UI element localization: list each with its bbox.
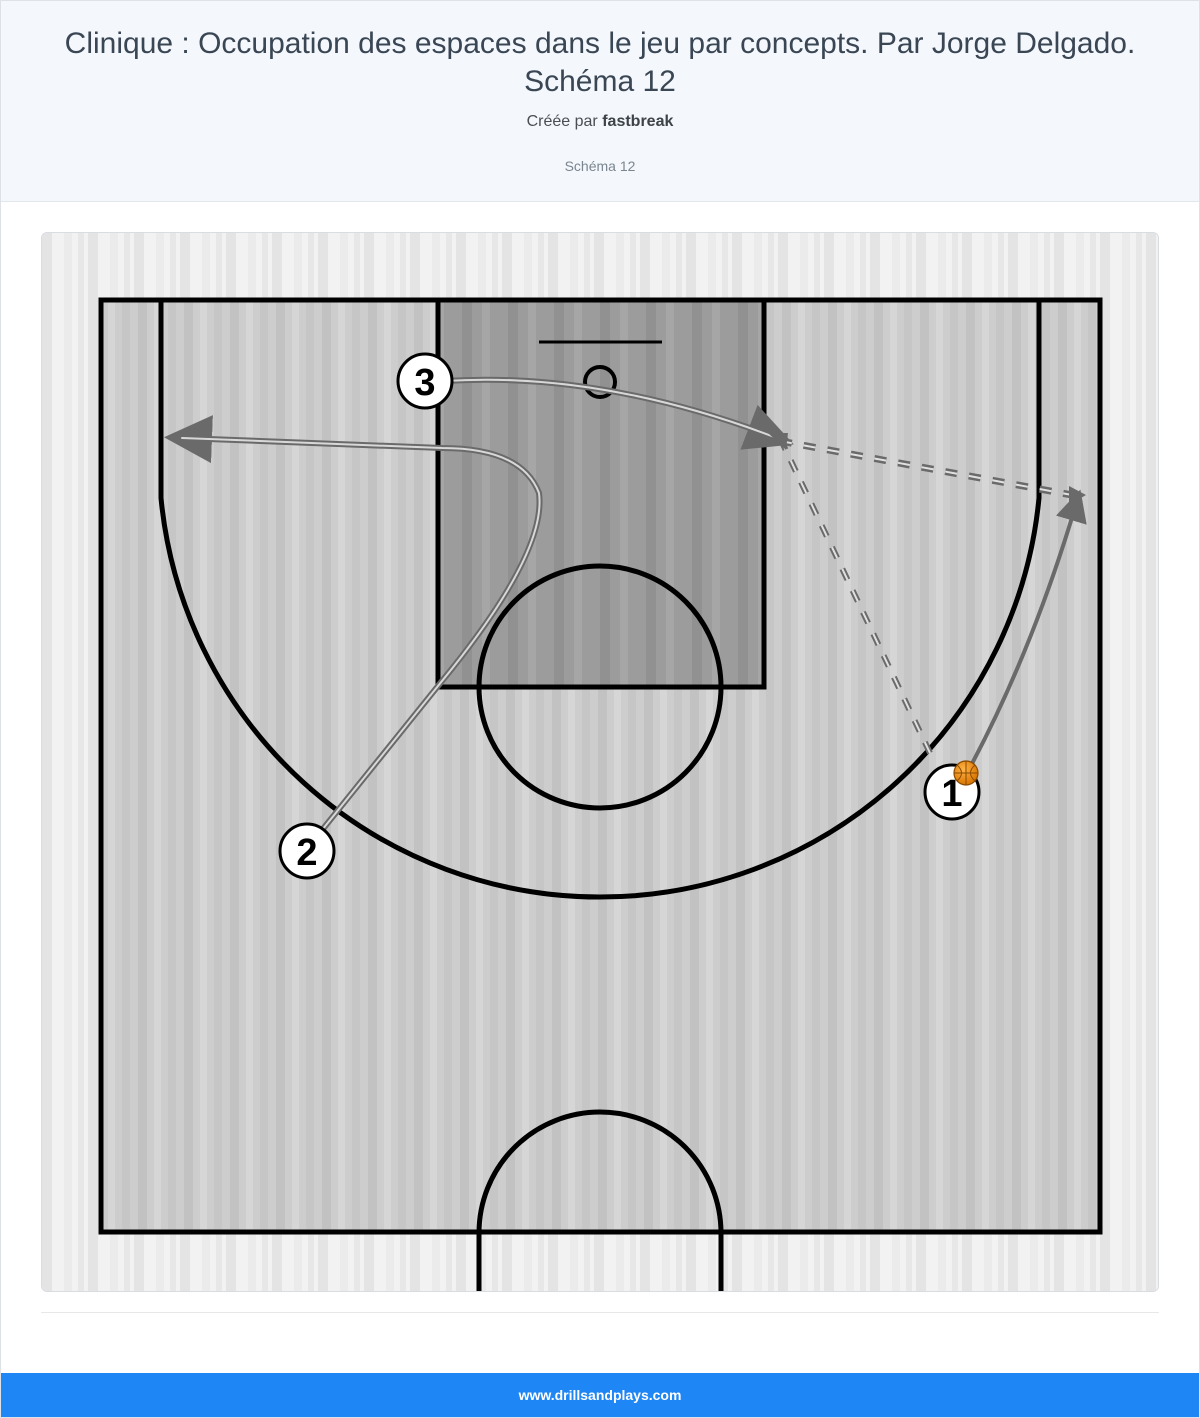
byline: Créée par fastbreak [1, 113, 1199, 131]
player-3[interactable]: 3 [396, 352, 454, 410]
cut-path-2-inner [181, 437, 541, 846]
free-throw-circle [476, 563, 724, 811]
page-title: Clinique : Occupation des espaces dans l… [64, 27, 1136, 98]
content-separator [41, 1312, 1159, 1313]
footer-site-link[interactable]: www.drillsandplays.com [518, 1387, 682, 1403]
player-3-label: 3 [414, 362, 435, 404]
diagram-subtitle: Schéma 12 [564, 158, 636, 174]
pass-arrowhead-2 [1069, 486, 1086, 505]
key-lines [435, 297, 767, 690]
play-diagram: 3 2 1 [41, 232, 1159, 1292]
player-2-label: 2 [296, 832, 317, 874]
player-2-circle [278, 822, 336, 880]
three-point-arc [158, 300, 1042, 900]
page-footer: www.drillsandplays.com [1, 1373, 1199, 1417]
pass-line-1-inner [779, 437, 931, 754]
player-1-label: 1 [941, 773, 962, 815]
court-svg: 3 2 1 [42, 233, 1158, 1291]
player-2[interactable]: 2 [278, 822, 336, 880]
player-1[interactable]: 1 [923, 760, 981, 821]
court-lines [98, 297, 1103, 1291]
pass-line-2-inner [779, 440, 1073, 496]
paint-area [438, 300, 764, 687]
cut-path-3-inner [444, 378, 778, 439]
page-header: Clinique : Occupation des espaces dans l… [1, 1, 1199, 202]
center-circle [476, 1109, 724, 1291]
basketball-icon [953, 760, 979, 786]
movement-paths [164, 376, 1087, 848]
dribble-path-1 [965, 489, 1087, 775]
author-name[interactable]: fastbreak [602, 113, 674, 130]
pass-lines [777, 436, 1073, 755]
basket-rim [583, 365, 617, 399]
player-3-circle [396, 352, 454, 410]
byline-prefix: Créée par [526, 113, 598, 130]
pass-arrowhead-1 [768, 433, 788, 450]
